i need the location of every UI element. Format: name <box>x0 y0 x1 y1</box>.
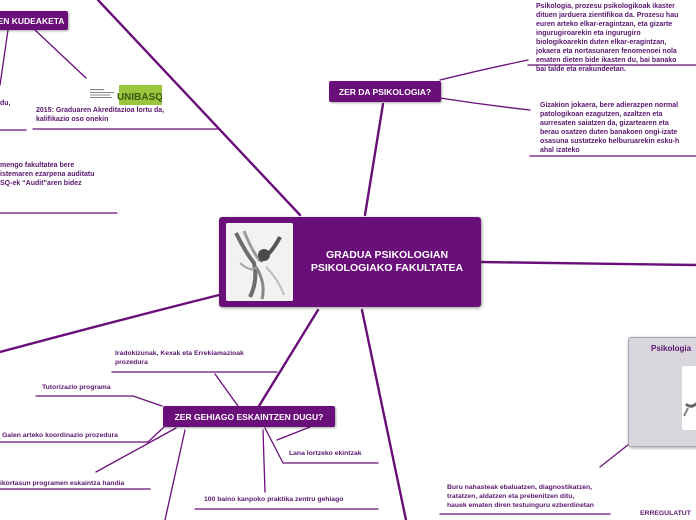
left-fragment-note: du, <box>0 100 11 107</box>
card-figure-icon <box>683 402 696 417</box>
central-title: GRADUA PSIKOLOGIAN PSIKOLOGIAKO FAKULTAT… <box>299 217 475 307</box>
koordinazio-note: Galen arteko koordinazio prozedura <box>2 432 118 439</box>
card-image <box>682 366 696 430</box>
psychology-figure-icon <box>226 223 293 301</box>
kudeaketa-topic[interactable]: EN KUDEAKETA <box>0 11 68 30</box>
behaviour-note: Gizakion jokaera, bere adierazpen normal… <box>540 102 680 154</box>
lana-note: Lana lortzeko ekintzak <box>289 450 362 457</box>
definition-note: Psikologia, prozesu psikologikoak ikaste… <box>536 3 679 73</box>
central-title-line-2: PSIKOLOGIAKO FAKULTATEA <box>310 262 464 274</box>
erregulatu-note: ERREGULATUT <box>640 510 691 517</box>
iradokizunak-note: Iradokizunak, Kexak eta Errekiamazioak p… <box>115 350 244 366</box>
praktika-note: 100 baino kanpoko praktika zentru gehiag… <box>204 496 344 503</box>
central-topic[interactable]: GRADUA PSIKOLOGIAN PSIKOLOGIAKO FAKULTAT… <box>219 217 481 307</box>
zer-da-psikologia-topic[interactable]: ZER DA PSIKOLOGIA? <box>329 81 441 102</box>
buru-note: Buru nahasteak ebaluatzen, diagnostikatz… <box>447 484 594 509</box>
unibasq-logo: UNIBASQ <box>88 85 162 105</box>
figure-image <box>226 223 293 301</box>
psikologia-card[interactable]: Psikologia <box>628 337 696 447</box>
card-title: Psikologia <box>651 344 692 353</box>
tutorizazio-note: Tutorizazio programa <box>42 384 111 391</box>
audit-note: mengo fakultatea bere istemaren ezarpena… <box>0 162 95 187</box>
akreditazio-note: 2015: Graduaren Akreditazioa lortu da, k… <box>36 107 165 123</box>
kudeaketa-label: EN KUDEAKETA <box>0 15 65 26</box>
zer-gehiago-label: ZER GEHIAGO ESKAINTZEN DUGU? <box>174 411 324 422</box>
unibasq-logo-text: UNIBASQ <box>117 92 162 103</box>
zer-da-label: ZER DA PSIKOLOGIA? <box>338 86 432 97</box>
central-title-line-1: GRADUA PSIKOLOGIAN <box>325 249 449 261</box>
mugikortasun-note: ikortasun programen eskaintza handia <box>0 480 125 487</box>
zer-gehiago-topic[interactable]: ZER GEHIAGO ESKAINTZEN DUGU? <box>163 406 335 427</box>
